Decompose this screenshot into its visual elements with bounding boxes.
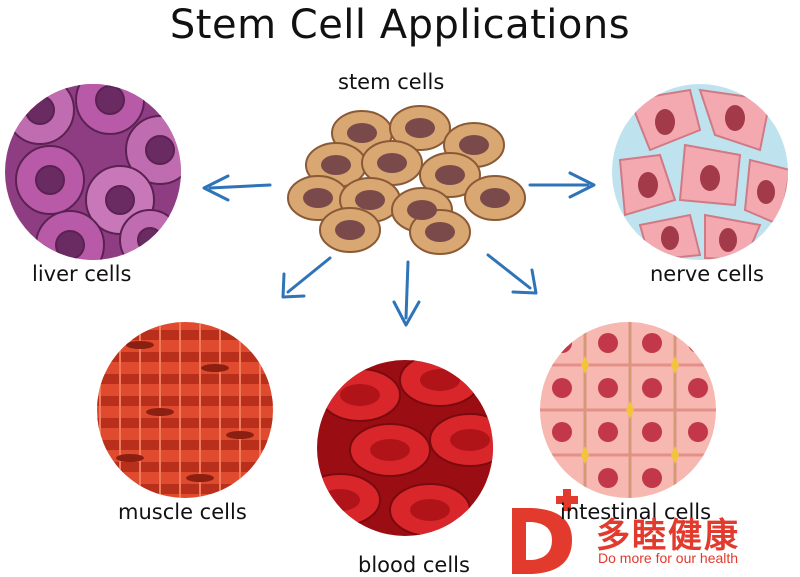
label-stem-cells: stem cells <box>338 70 445 94</box>
stem-cell-cluster <box>287 105 526 255</box>
muscle-cells-circle <box>97 322 273 498</box>
label-nerve-cells: nerve cells <box>650 262 764 286</box>
nerve-cells-circle <box>612 84 788 260</box>
label-blood-cells: blood cells <box>358 553 470 577</box>
arrow-to-muscle <box>281 256 332 299</box>
arrow-to-nerve <box>528 171 596 199</box>
label-muscle-cells: muscle cells <box>118 500 247 524</box>
arrow-to-intestinal <box>486 253 538 295</box>
liver-cells-circle <box>5 84 181 260</box>
arrow-to-liver <box>202 174 272 202</box>
diagram-title: Stem Cell Applications <box>169 2 631 48</box>
blood-cells-circle <box>317 360 493 536</box>
label-liver-cells: liver cells <box>32 262 132 286</box>
label-intestinal-cells: intestinal cells <box>560 500 712 524</box>
watermark-slogan: Do more for our health <box>598 550 739 566</box>
watermark-brand-name: 多睦健康 <box>596 516 740 556</box>
brand-logo-icon <box>512 489 578 574</box>
intestinal-cells-circle <box>540 322 716 498</box>
arrow-to-blood <box>392 260 421 327</box>
